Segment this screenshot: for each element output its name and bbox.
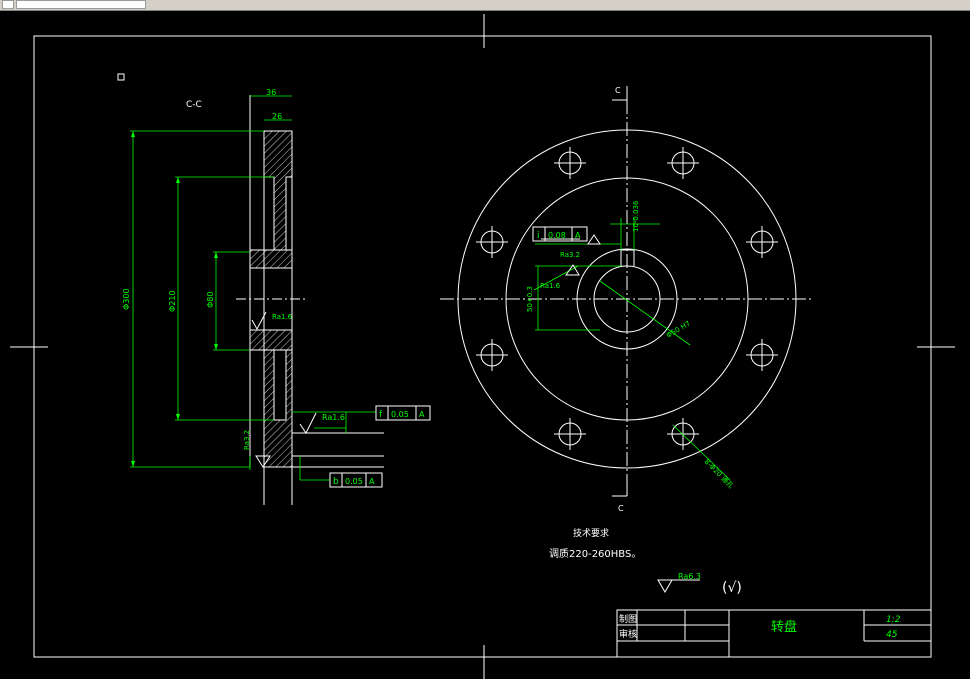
bolt-hole [746,226,778,258]
toolbar-button[interactable] [2,0,14,9]
dim-key-width: 10-0.036 [632,200,640,232]
bolt-hole [476,226,508,258]
title-label-drawn: 制图 [619,613,637,625]
ra32-section: Ra3.2 [243,430,251,450]
fcf-b-value: 0.05 [345,477,363,486]
bolt-hole [667,418,699,450]
bolt-hole [554,418,586,450]
section-dimensions [130,95,376,481]
front-dimensions [533,218,731,481]
front-view-geometry [440,100,814,496]
fcf-f: f 0.05 A [375,405,431,421]
notes-heading: 技术要求 [573,527,609,539]
dim-width-36: 36 [266,88,276,97]
fcf-f-symbol: f [379,410,383,420]
ucs-icon [117,73,125,81]
fcf-i-value: 0.08 [548,231,566,240]
dim-width-26: 26 [272,112,282,121]
section-roughness-symbols [251,311,317,468]
fcf-i: i 0.08 A [532,226,588,242]
title-label-checked: 审核 [619,628,637,640]
dim-key-depth: 50+0.3 [526,286,534,312]
section-outline [236,95,384,505]
part-number: 45 [886,630,898,640]
ra16-front: Ra1.6 [540,282,561,290]
dim-dia-210: Φ210 [168,290,177,312]
scale-value: 1:2 [886,615,901,625]
bolt-holes [476,147,778,450]
window-toolbar-strip [0,0,970,11]
roughness-default: Ra6.3 [678,572,701,581]
section-view: C-C [122,88,431,505]
section-markers [612,86,628,497]
fcf-b-symbol: b [333,477,339,487]
section-marker-top: C [615,86,621,95]
drawing-frame [10,14,955,679]
section-arrows [131,131,218,467]
roughness-other: (√) [722,580,742,596]
dim-dia-80: Φ80 [206,292,215,308]
front-roughness-symbols [565,234,601,276]
bolt-hole [554,147,586,179]
roughness-default-symbol [657,579,673,593]
dim-dia-300: Φ300 [122,288,131,310]
fcf-b: b 0.05 A [329,472,383,488]
fcf-f-datum: A [419,410,425,419]
dim-holes: 8-Φ20 通孔 [703,457,736,490]
fcf-f-value: 0.05 [391,410,409,419]
ra32-front: Ra3.2 [560,251,580,259]
cad-drawing[interactable]: C-C [0,11,970,679]
front-view: C C i 0.08 A Ra3.2 Ra1. [440,86,814,513]
fcf-i-symbol: i [537,231,540,241]
fcf-i-datum: A [575,231,581,240]
bolt-hole [476,339,508,371]
title-block [616,609,932,658]
section-title: C-C [186,100,202,110]
part-name: 转盘 [771,619,797,635]
toolbar-tab[interactable] [16,0,146,9]
ra16-section-mid: Ra1.6 [322,413,345,422]
bolt-hole [746,339,778,371]
notes-line1: 调质220-260HBS。 [549,548,641,560]
fcf-b-datum: A [369,477,375,486]
section-marker-bottom: C [618,504,624,513]
technical-notes: 技术要求 调质220-260HBS。 Ra6.3 (√) [549,527,742,596]
ra16-section-left: Ra1.6 [272,313,293,321]
bolt-hole [667,147,699,179]
